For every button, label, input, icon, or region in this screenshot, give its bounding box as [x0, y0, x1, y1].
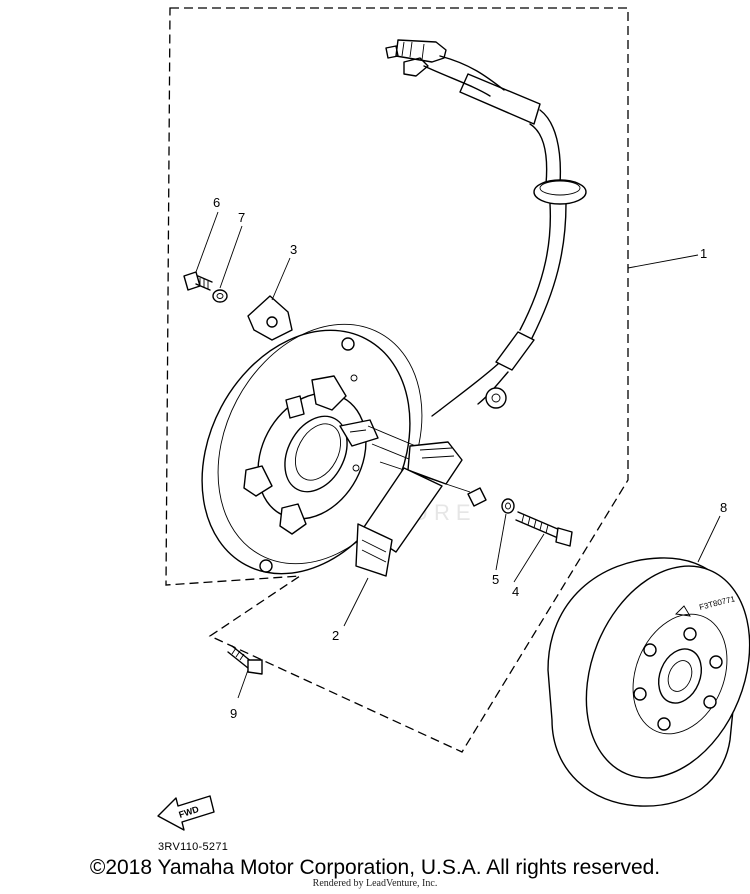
- callout-9: 9: [230, 706, 237, 721]
- callout-2: 2: [332, 628, 339, 643]
- pickup-coil: [355, 441, 463, 577]
- screw-and-washer: [467, 487, 573, 547]
- wire-harness: [385, 39, 587, 417]
- bolt-and-washer: [183, 271, 228, 303]
- callout-6: 6: [213, 195, 220, 210]
- callout-7: 7: [238, 210, 245, 225]
- copyright-notice: ©2018 Yamaha Motor Corporation, U.S.A. A…: [89, 856, 661, 879]
- callout-1: 1: [700, 246, 707, 261]
- fwd-arrow-icon: FWD: [157, 795, 215, 831]
- callout-8: 8: [720, 500, 727, 515]
- bracket: [247, 295, 293, 341]
- diagram-part-code: 3RV110-5271: [158, 841, 229, 853]
- callout-4: 4: [512, 584, 519, 599]
- callout-leaders: [195, 211, 721, 699]
- screw-9: [227, 645, 263, 675]
- rendered-by-notice: Rendered by LeadVenture, Inc.: [312, 878, 438, 889]
- stator-plate: [201, 323, 423, 575]
- assembly-boundary: [165, 7, 629, 753]
- callout-5: 5: [492, 572, 499, 587]
- callout-3: 3: [290, 242, 297, 257]
- flywheel-rotor: F3T80771: [547, 557, 750, 807]
